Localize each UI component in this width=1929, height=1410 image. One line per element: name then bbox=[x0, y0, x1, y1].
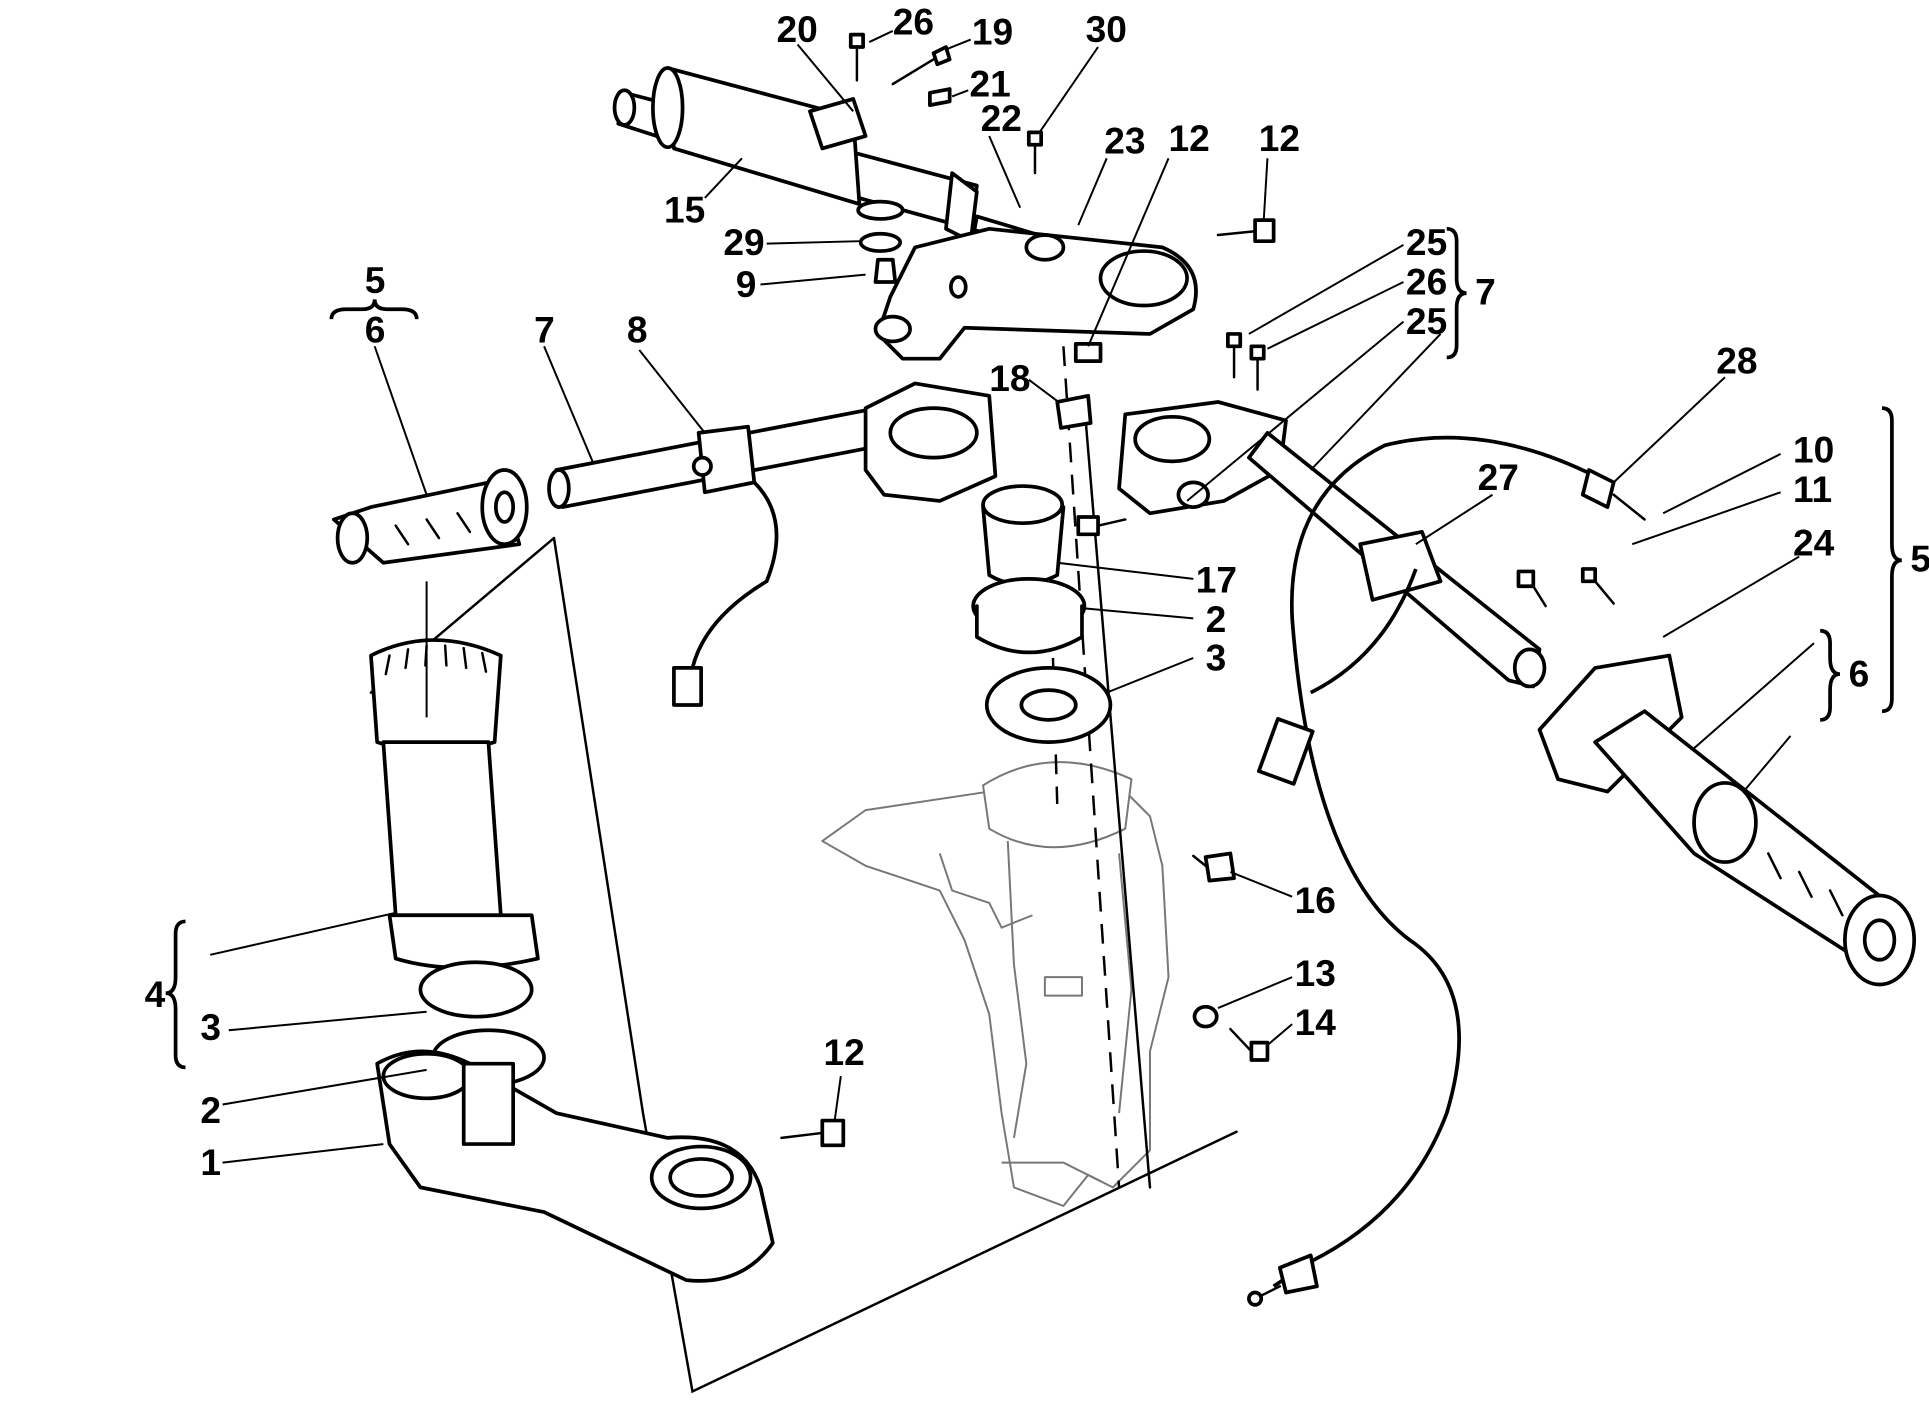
callout-6: 6 bbox=[365, 309, 386, 351]
callout-2: 2 bbox=[1206, 598, 1227, 640]
callout-20: 20 bbox=[777, 8, 818, 50]
callout-19: 19 bbox=[972, 11, 1013, 53]
callout-1: 1 bbox=[200, 1141, 221, 1183]
throttle-cable bbox=[1247, 435, 1646, 1307]
upper-triple-clamp bbox=[858, 226, 1198, 361]
callout-12: 12 bbox=[1169, 117, 1210, 159]
callout-5: 5 bbox=[365, 259, 386, 301]
frame-ghost bbox=[821, 761, 1170, 1207]
left-handlebar bbox=[547, 381, 998, 707]
callout-7: 7 bbox=[1475, 270, 1496, 312]
callout-6: 6 bbox=[1849, 652, 1870, 694]
callout-12: 12 bbox=[824, 1031, 865, 1073]
steering-damper bbox=[612, 66, 1041, 250]
callout-16: 16 bbox=[1295, 879, 1336, 921]
callout-26: 26 bbox=[893, 1, 934, 43]
callout-10: 10 bbox=[1793, 429, 1834, 471]
callout-30: 30 bbox=[1086, 8, 1127, 50]
callout-3: 3 bbox=[1206, 636, 1227, 678]
callout-12: 12 bbox=[1259, 117, 1300, 159]
callout-11: 11 bbox=[1793, 468, 1832, 510]
callout-9: 9 bbox=[736, 263, 757, 305]
callout-15: 15 bbox=[664, 189, 705, 231]
lower-triple-clamp bbox=[375, 1049, 775, 1283]
callout-5: 5 bbox=[1910, 537, 1929, 579]
braces bbox=[165, 226, 1902, 1070]
right-handlebar bbox=[1117, 400, 1547, 689]
callout-14: 14 bbox=[1295, 1001, 1337, 1043]
callout-13: 13 bbox=[1295, 952, 1336, 994]
callout-4: 4 bbox=[145, 973, 166, 1015]
callout-28: 28 bbox=[1716, 340, 1757, 382]
leader-lines bbox=[209, 30, 1815, 1164]
callout-7: 7 bbox=[534, 309, 555, 351]
callout-25: 25 bbox=[1406, 300, 1447, 342]
callout-27: 27 bbox=[1478, 456, 1519, 498]
callout-29: 29 bbox=[723, 221, 764, 263]
callout-25: 25 bbox=[1406, 221, 1447, 263]
callout-24: 24 bbox=[1793, 521, 1835, 563]
callout-18: 18 bbox=[989, 357, 1030, 399]
bolts bbox=[780, 32, 1615, 1148]
left-grip bbox=[332, 468, 529, 565]
callout-23: 23 bbox=[1104, 119, 1145, 161]
steering-stem bbox=[369, 638, 546, 1087]
callout-26: 26 bbox=[1406, 260, 1447, 302]
center-bearings bbox=[971, 484, 1113, 744]
callout-labels: 20 26 19 30 21 22 23 12 12 15 29 9 25 26… bbox=[145, 1, 1929, 1183]
right-grip bbox=[1537, 653, 1917, 987]
callout-2: 2 bbox=[200, 1089, 221, 1131]
callout-21: 21 bbox=[969, 62, 1010, 104]
callout-17: 17 bbox=[1196, 558, 1237, 600]
washers bbox=[856, 199, 1093, 430]
callout-8: 8 bbox=[627, 309, 648, 351]
callout-22: 22 bbox=[981, 97, 1022, 139]
callout-3: 3 bbox=[200, 1006, 221, 1048]
